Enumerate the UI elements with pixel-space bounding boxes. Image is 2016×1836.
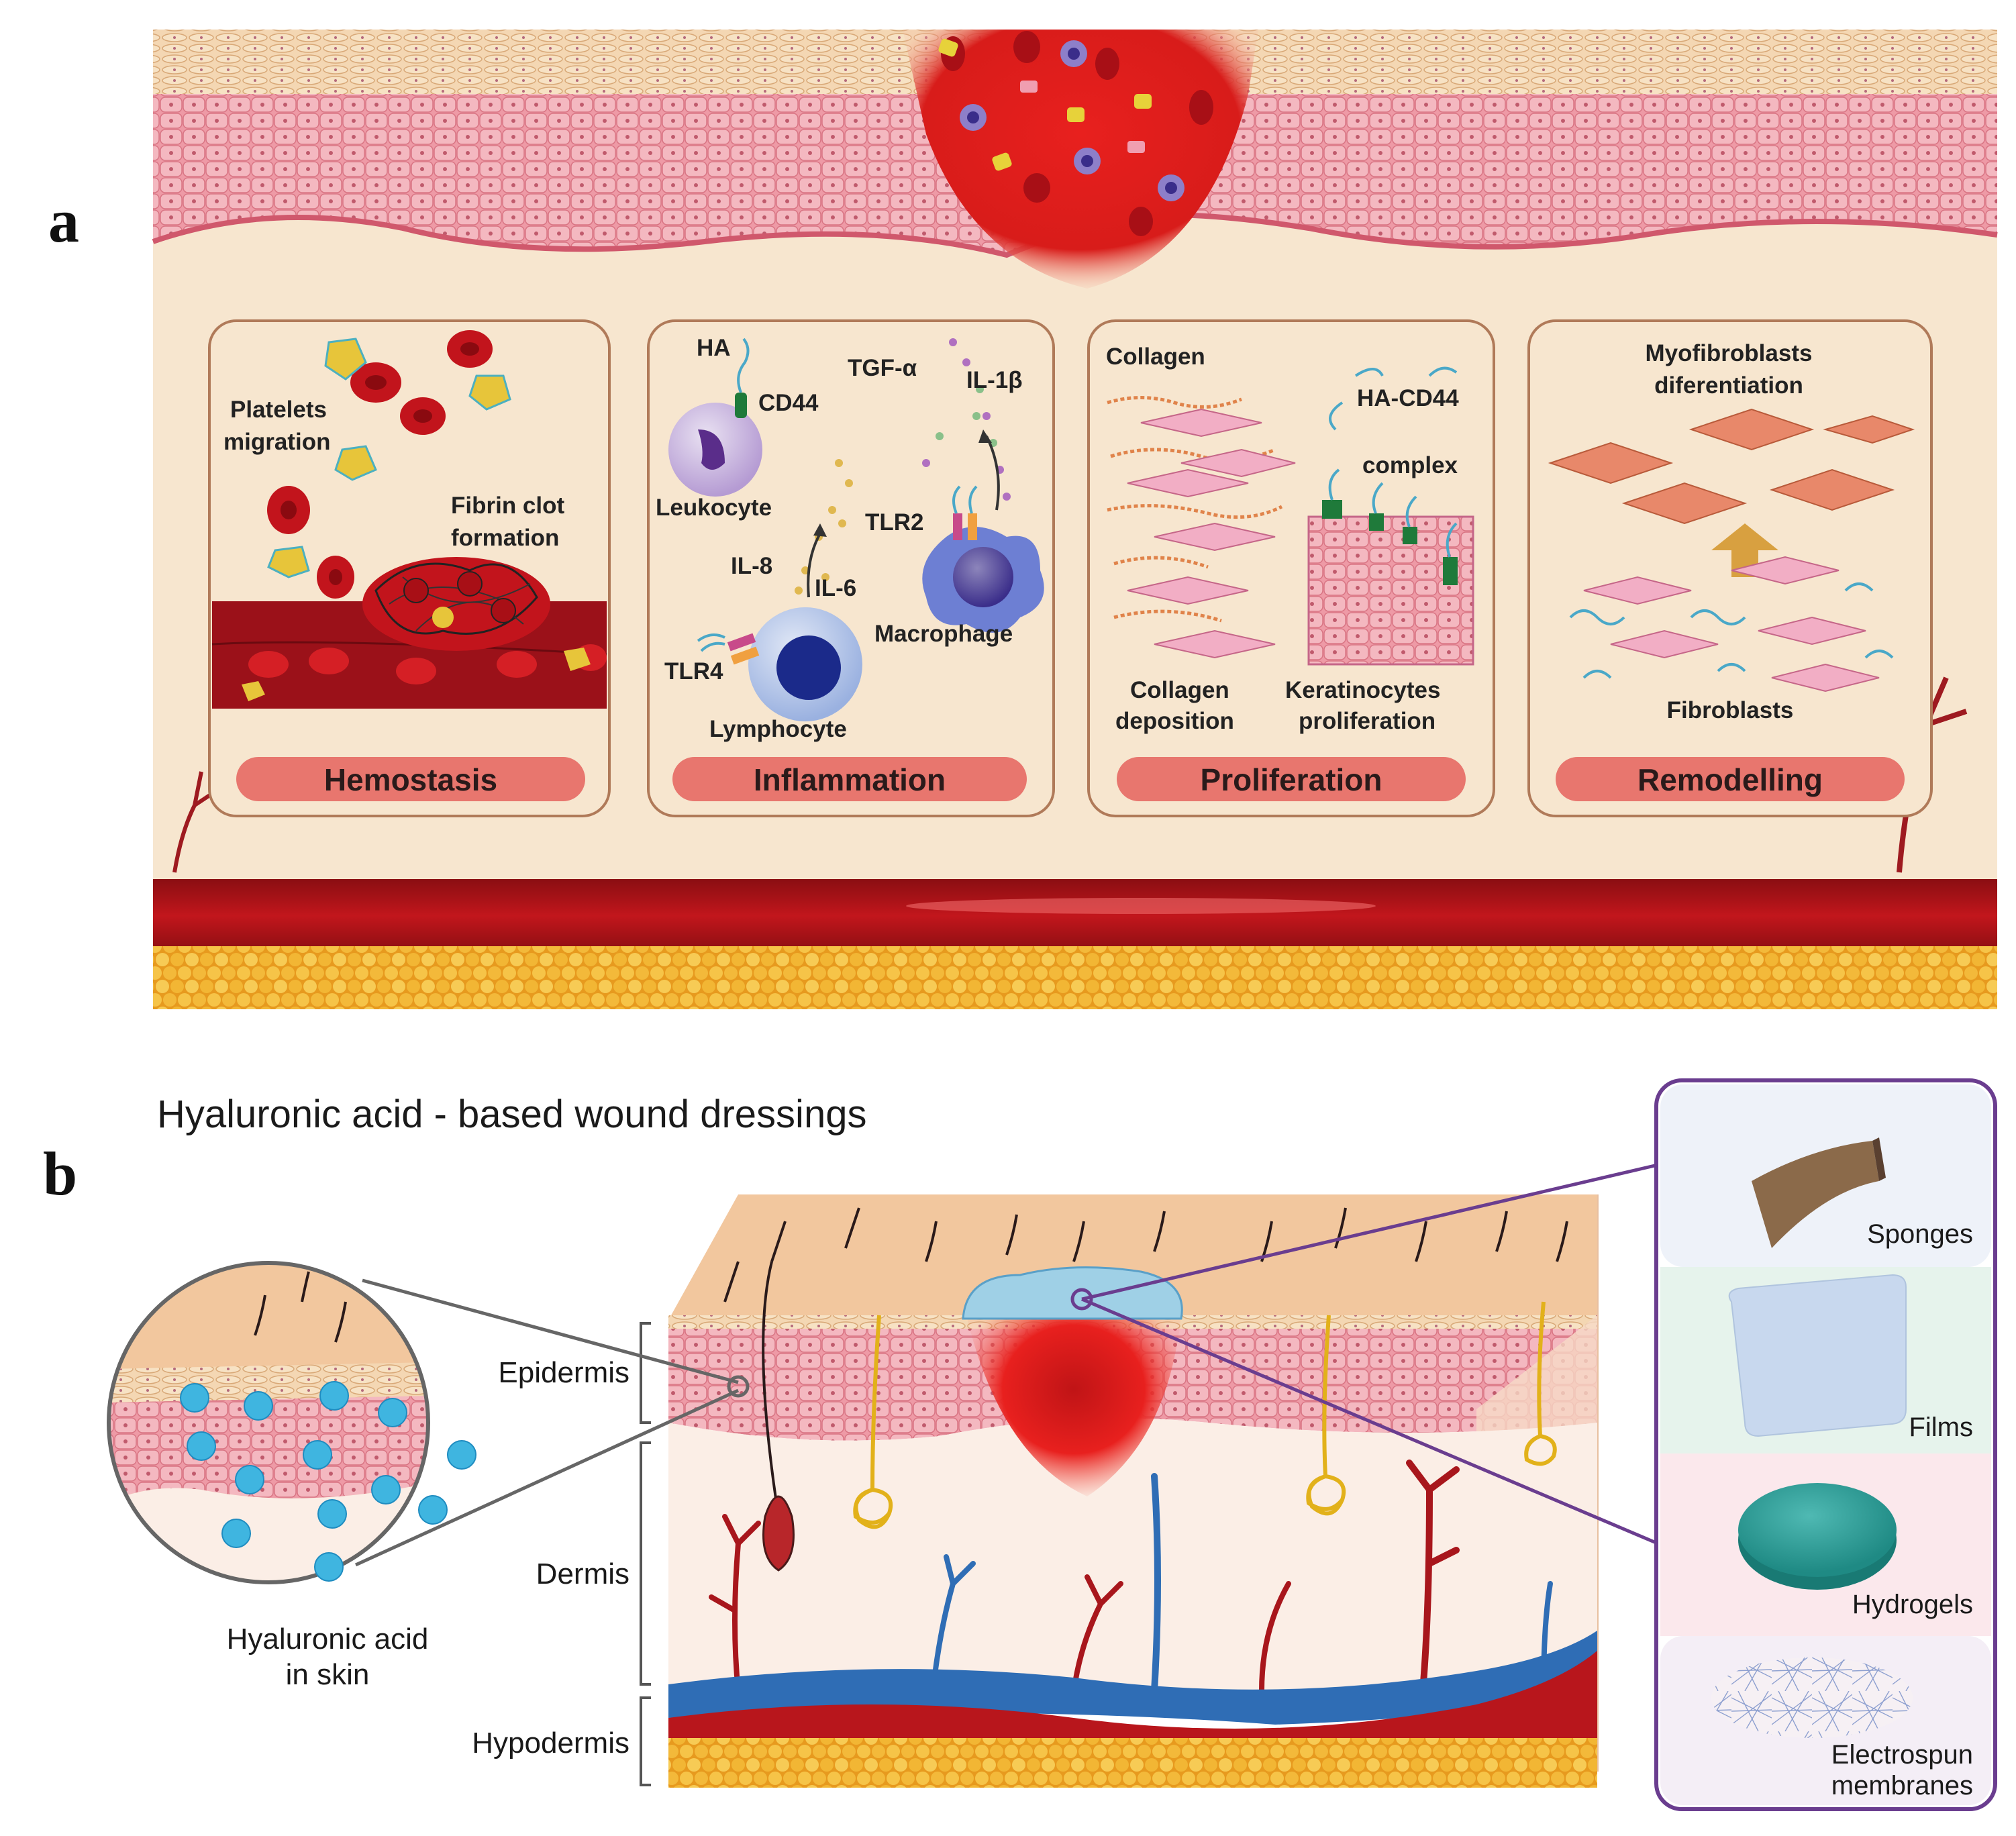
dressing-on-wound: [962, 1266, 1183, 1320]
note-tlr2: TLR2: [865, 509, 924, 536]
panel-b-title: Hyaluronic acid - based wound dressings: [157, 1092, 866, 1136]
layer-brackets: [640, 1322, 651, 1786]
note-myofibroblasts: Myofibroblasts: [1646, 340, 1813, 366]
layer-label-dermis: Dermis: [536, 1558, 629, 1590]
keratinocyte-stack: [1307, 366, 1474, 666]
red-blood-cells: [248, 330, 607, 684]
note-collagen: Collagen: [1106, 344, 1205, 370]
phase-box-hemostasis: Hemostasis Platelets migration Fibrin cl…: [208, 319, 611, 817]
note-proliferation: proliferation: [1299, 708, 1435, 734]
dressing-label-hydrogels: Hydrogels: [1852, 1590, 1973, 1619]
film-illustration: [1728, 1274, 1907, 1437]
electrospun-illustration: [1711, 1658, 1913, 1738]
platelets: [242, 338, 591, 701]
phase-box-proliferation: Proliferation Collagen HA-CD44 complex C…: [1087, 319, 1495, 817]
collagen-fibres: [1107, 396, 1296, 659]
note-formation: formation: [451, 525, 559, 551]
note-deposition: deposition: [1115, 708, 1234, 734]
myofibroblasts: [1548, 408, 1915, 577]
hypodermis-fat-a: [153, 946, 1997, 1009]
phase-label-proliferation: Proliferation: [1201, 762, 1382, 797]
sponge-illustration: [1752, 1137, 1886, 1248]
layer-label-hypodermis: Hypodermis: [472, 1727, 629, 1760]
note-cd44: CD44: [758, 390, 819, 416]
dressing-label-films: Films: [1909, 1413, 1973, 1442]
phase-box-inflammation: Inflammation HA CD44 Leukocyte TGF-α IL-…: [647, 319, 1055, 817]
note-ha: HA: [697, 335, 731, 361]
hyaluronic-acid-inset: [107, 1261, 750, 1584]
skin-block: [668, 1194, 1599, 1788]
dressing-label-electrospun: Electrospun: [1831, 1740, 1973, 1770]
phase-box-remodelling: Remodelling Myofibroblasts diferentiatio…: [1527, 319, 1933, 817]
panel-b-letter: b: [43, 1139, 77, 1208]
note-migration: migration: [223, 429, 330, 455]
leukocyte-cell: [668, 338, 762, 497]
phase-label-hemostasis: Hemostasis: [324, 762, 497, 797]
note-macrophage: Macrophage: [874, 621, 1013, 647]
hairs: [723, 1207, 1568, 1303]
note-il-1beta: IL-1β: [966, 367, 1023, 393]
wound-cells: [938, 31, 1213, 236]
dressing-label-membranes: membranes: [1831, 1771, 1973, 1800]
panel-a-letter: a: [48, 187, 79, 255]
skin-surface: [671, 1194, 1597, 1315]
note-il-8: IL-8: [731, 553, 772, 579]
note-fibroblasts: Fibroblasts: [1667, 697, 1794, 723]
note-tlr4: TLR4: [664, 658, 723, 684]
blood-vessel-a: [153, 879, 1997, 953]
dermis-block: [668, 1418, 1597, 1691]
note-leukocyte: Leukocyte: [656, 495, 772, 521]
hypodermis-fat-b: [668, 1738, 1597, 1788]
note-collagen-2: Collagen: [1130, 677, 1229, 703]
note-platelets: Platelets: [230, 397, 327, 423]
fibrin-clot: [362, 557, 550, 651]
ha-molecules: [180, 1381, 476, 1582]
note-keratinocytes: Keratinocytes: [1285, 677, 1440, 703]
vein-b: [668, 1631, 1597, 1725]
wound-b: [966, 1302, 1181, 1496]
note-diferentiation: diferentiation: [1654, 372, 1803, 399]
phase-label-inflammation: Inflammation: [754, 762, 946, 797]
note-complex: complex: [1362, 452, 1458, 478]
dermal-vessels: [709, 1460, 1553, 1694]
lymphocyte-cell: [697, 607, 862, 721]
fibroblasts: [1569, 556, 1894, 693]
note-il-6: IL-6: [815, 575, 856, 601]
note-ha-cd44: HA-CD44: [1357, 385, 1459, 411]
inset-caption-line1: Hyaluronic acid: [227, 1623, 429, 1655]
note-tgf-alpha: TGF-α: [848, 355, 917, 381]
inset-caption-line2: in skin: [286, 1658, 370, 1691]
phase-label-remodelling: Remodelling: [1637, 762, 1823, 797]
dressing-types-panel: [1070, 1078, 1997, 1811]
note-lymphocyte: Lymphocyte: [709, 716, 847, 742]
dressing-label-sponges: Sponges: [1867, 1219, 1973, 1249]
layer-label-epidermis: Epidermis: [498, 1356, 629, 1389]
hydrogel-illustration: [1738, 1483, 1897, 1590]
note-fibrin-clot: Fibrin clot: [451, 493, 565, 519]
macrophage-cell: [922, 485, 1044, 633]
cytokine-dots: [795, 338, 1011, 595]
